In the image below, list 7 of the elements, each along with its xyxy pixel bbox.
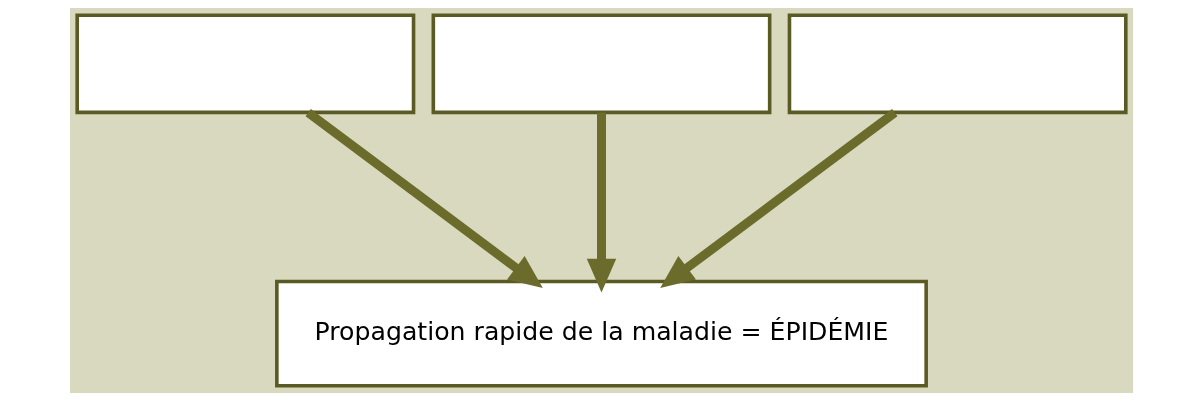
node-box <box>431 13 772 115</box>
arrow <box>305 108 543 288</box>
node-box <box>787 13 1128 115</box>
node-box: Propagation rapide de la maladie = ÉPIDÉMIE <box>275 279 928 388</box>
arrow <box>660 108 898 288</box>
node-box <box>75 13 416 115</box>
arrow <box>586 112 617 293</box>
